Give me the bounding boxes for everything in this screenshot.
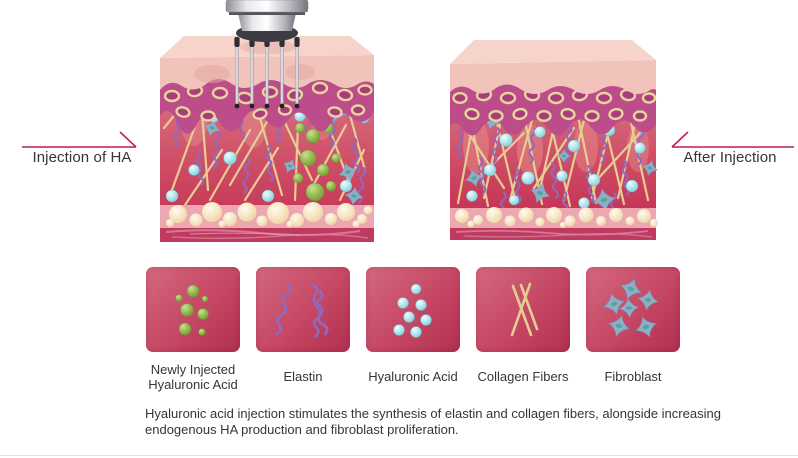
before-arrow-icon <box>22 131 137 148</box>
after-label: After Injection <box>683 149 777 166</box>
after-skin-illustration <box>450 40 660 240</box>
legend-item-collagen-fibers: Collagen Fibers <box>476 267 570 393</box>
legend-item-hyaluronic-acid: Hyaluronic Acid <box>366 267 460 393</box>
injected-ha-spheres <box>292 122 341 202</box>
collagen-fibers <box>162 104 367 207</box>
legend-label: Fibroblast <box>604 369 662 385</box>
basal-layer <box>450 84 657 136</box>
ha-spheres <box>165 110 370 203</box>
fat-layer <box>160 202 374 228</box>
legend-swatch <box>586 267 680 352</box>
legend-label: Collagen Fibers <box>477 369 569 385</box>
legend-item-fibroblast: Fibroblast <box>586 267 680 393</box>
injector-icon <box>225 0 309 109</box>
collagen-icon <box>510 282 539 336</box>
legend-label: Hyaluronic Acid <box>368 369 458 385</box>
ha-icon <box>393 283 432 338</box>
before-skin-illustration <box>160 0 374 242</box>
legend-swatch <box>366 267 460 352</box>
basal-cells <box>163 81 373 122</box>
elastin-icon <box>273 282 330 338</box>
fibroblast-icon <box>601 276 660 341</box>
muscle-layer <box>160 228 374 242</box>
legend-swatch <box>476 267 570 352</box>
legend-swatch <box>256 267 350 352</box>
fat-layer <box>450 207 658 228</box>
skin-top-face <box>450 40 656 64</box>
bottom-divider <box>0 455 798 456</box>
caption: Hyaluronic acid injection stimulates the… <box>145 406 721 438</box>
epidermis-layer <box>450 40 656 94</box>
muscle-layer <box>450 228 656 240</box>
after-arrow-icon <box>671 131 794 148</box>
legend-label: Elastin <box>283 369 323 385</box>
before-label: Injection of HA <box>32 149 132 166</box>
legend-swatch <box>146 267 240 352</box>
basal-cells <box>452 88 657 122</box>
legend-item-elastin: Elastin <box>256 267 350 393</box>
green-ha-icon <box>175 284 209 336</box>
